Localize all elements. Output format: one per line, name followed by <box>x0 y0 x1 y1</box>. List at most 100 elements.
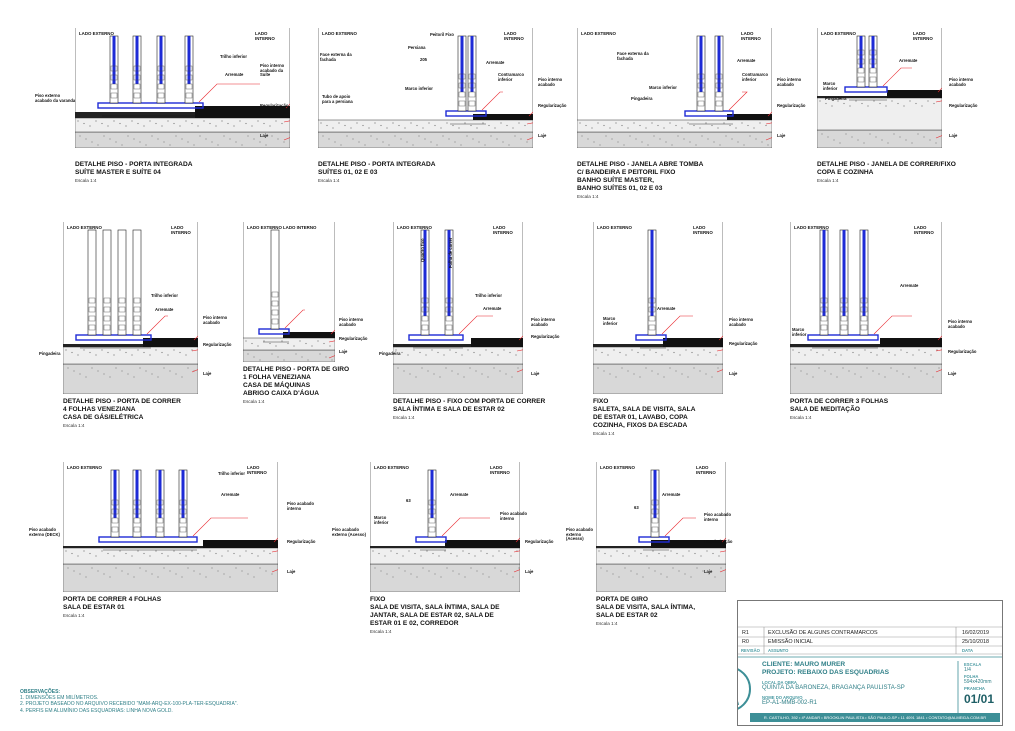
aggregate-dot <box>350 127 352 129</box>
title-line: DETALHE PISO - PORTA INTEGRADA <box>318 161 436 168</box>
aggregate-dot <box>872 370 874 372</box>
detail-1-label: Piso interno acabado da Suíte <box>260 63 285 78</box>
leader-line <box>937 87 942 93</box>
detail-3: LADO EXTERNO LADO INTERNO Face externa d… <box>577 28 805 223</box>
site-address: QUINTA DA BARONEZA, BRAGANÇA PAULISTA-SP <box>762 685 905 691</box>
aggregate-dot <box>157 138 159 140</box>
detail-8-label: Regularização <box>729 341 758 346</box>
aggregate-dot <box>879 102 881 105</box>
profile-chamber <box>110 74 118 81</box>
detail-7-label: Piso interno acabado <box>531 317 556 327</box>
leader-line <box>716 369 723 373</box>
logo-ring <box>738 668 751 710</box>
project-name: PROJETO: REBAIXO DAS ESQUADRIAS <box>762 669 890 676</box>
aggregate-dot <box>846 349 848 351</box>
aggregate-dot <box>115 141 117 143</box>
leader-line <box>271 550 278 553</box>
laje-layer <box>243 349 335 362</box>
aggregate-dot <box>235 567 237 569</box>
aggregate-dot <box>378 552 380 555</box>
aggregate-dot <box>672 567 674 569</box>
aggregate-dot <box>79 135 81 137</box>
profile-chamber <box>103 297 111 304</box>
aggregate-dot <box>690 576 692 578</box>
aggregate-dot <box>697 354 699 356</box>
aggregate-dot <box>634 550 636 552</box>
aggregate-dot <box>413 349 415 351</box>
aggregate-dot <box>633 122 635 124</box>
aggregate-dot <box>579 122 581 124</box>
aggregate-dot <box>461 354 463 356</box>
leader-line <box>718 335 723 341</box>
profile-chamber <box>157 74 165 81</box>
detail-6: LADO EXTERNO LADO INTERNO Piso interno a… <box>243 222 367 427</box>
aggregate-dot <box>719 144 721 146</box>
aggregate-dot <box>518 567 520 569</box>
aggregate-dot <box>139 141 141 143</box>
detail-6-label: Regularização <box>339 336 368 341</box>
revision-subject: EMISSÃO INICIAL <box>768 639 813 645</box>
aggregate-dot <box>338 122 340 124</box>
profile-chamber <box>468 91 476 98</box>
piso-interno <box>283 332 335 338</box>
detail-3-label: Face externa da fachada <box>617 51 649 61</box>
aggregate-dot <box>125 125 127 127</box>
aggregate-dot <box>681 373 683 375</box>
aggregate-dot <box>269 552 271 555</box>
aggregate-dot <box>677 135 679 137</box>
detail-7-label: Regularização <box>531 334 560 339</box>
aggregate-dot <box>619 351 621 354</box>
aggregate-dot <box>191 122 193 125</box>
title-line: SALA DE ESTAR 02 <box>596 612 658 619</box>
aggregate-dot <box>794 367 796 369</box>
profile-chamber <box>133 517 141 524</box>
detail-1-right-side: LADO INTERNO <box>255 31 275 41</box>
profile-chamber <box>185 92 193 99</box>
aggregate-dot <box>837 100 839 102</box>
profile-chamber <box>840 324 848 331</box>
aggregate-dot <box>83 349 85 351</box>
laje-layer <box>318 131 533 148</box>
profile-chamber <box>133 297 141 304</box>
aggregate-dot <box>419 351 421 354</box>
profile-chamber <box>715 73 723 80</box>
scale-text: Escala 1:4 <box>63 423 85 428</box>
aggregate-dot <box>247 135 249 137</box>
aggregate-dot <box>352 138 354 140</box>
aggregate-dot <box>849 105 851 107</box>
detail-10: LADO EXTERNO LADO INTERNO Trilho inferio… <box>29 462 315 622</box>
detail-3-label: Contramarco inferior <box>742 72 769 82</box>
detail-2-label: Marco inferior <box>405 86 433 91</box>
detail-5-label: Trilho inferior <box>151 293 178 298</box>
profile-chamber <box>458 82 466 89</box>
aggregate-dot <box>334 141 336 143</box>
aggregate-dot <box>271 135 273 137</box>
detail-9-label: Arremate <box>900 283 919 288</box>
aggregate-dot <box>587 138 589 140</box>
aggregate-dot <box>67 367 69 369</box>
aggregate-dot <box>845 133 847 135</box>
laje-layer <box>593 363 723 394</box>
aggregate-dot <box>616 550 618 552</box>
aggregate-dot <box>233 125 235 127</box>
detail-10-label: Piso acabado interno <box>287 501 314 511</box>
detail-12-drawing <box>596 462 726 592</box>
profile-chamber <box>445 306 453 313</box>
aggregate-dot <box>107 125 109 127</box>
aggregate-dot <box>281 122 283 125</box>
leader-line <box>728 91 748 111</box>
aggregate-dot <box>253 138 255 140</box>
aggregate-dot <box>834 351 836 354</box>
detail-11-label: Laje <box>525 569 534 574</box>
aggregate-dot <box>127 373 129 375</box>
aggregate-dot <box>97 570 99 572</box>
marco-inferior <box>408 334 464 341</box>
aggregate-dot <box>169 370 171 372</box>
title-line: ABRIGO CAIXA D'ÁGUA <box>243 390 320 397</box>
aggregate-dot <box>818 367 820 369</box>
profile-chamber <box>458 91 466 98</box>
aggregate-dot <box>311 345 313 347</box>
profile-chamber <box>651 499 659 506</box>
aggregate-dot <box>436 144 438 146</box>
aggregate-dot <box>251 342 253 345</box>
